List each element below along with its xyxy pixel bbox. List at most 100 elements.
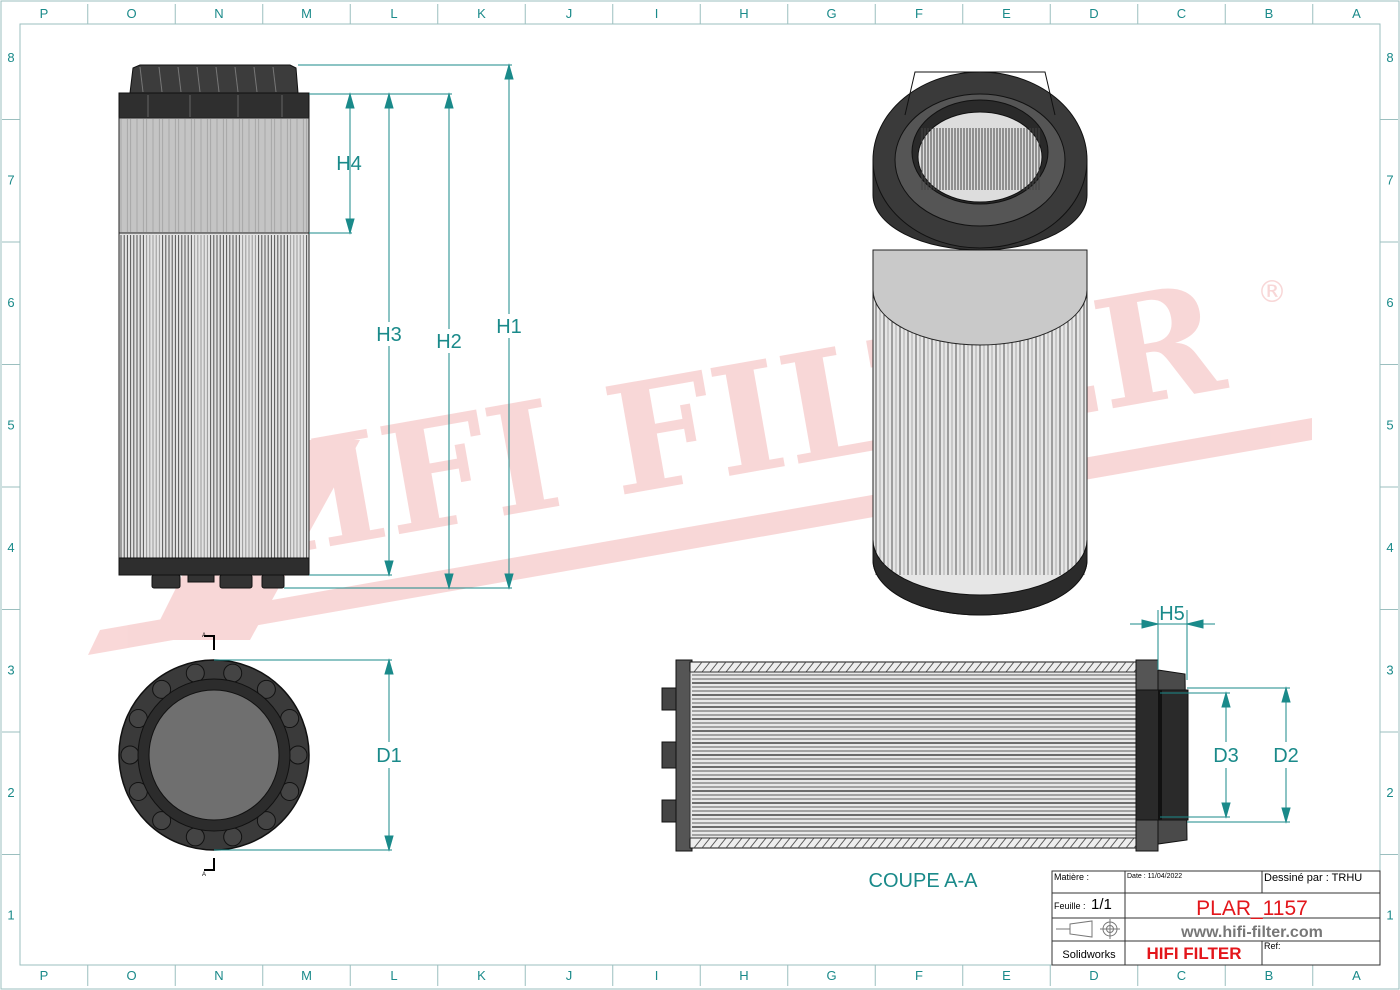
column-label-A: A xyxy=(1352,6,1361,21)
dimension-arrow xyxy=(345,92,355,109)
title-block xyxy=(1051,870,1381,966)
dimension-arrow xyxy=(1221,691,1231,708)
brand-text: HIFI FILTER xyxy=(1146,944,1241,963)
row-label-1: 1 xyxy=(1386,908,1393,923)
section-marker-label-top: A xyxy=(202,633,206,639)
filter-side-view xyxy=(118,64,310,589)
column-label-O: O xyxy=(126,6,136,21)
row-label-5: 5 xyxy=(1386,418,1393,433)
dimension-arrow xyxy=(504,63,514,80)
part-number: PLAR_1157 xyxy=(1196,897,1308,920)
dim-d2-label: D2 xyxy=(1273,745,1299,767)
column-label-E: E xyxy=(1002,6,1011,21)
dimension-arrow xyxy=(444,573,454,590)
dimension-arrow xyxy=(444,92,454,109)
column-label-L: L xyxy=(390,6,397,21)
upper-sleeve xyxy=(118,117,310,234)
column-label-M: M xyxy=(301,6,312,21)
bottom-lobe xyxy=(223,827,243,847)
dim-d1-label: D1 xyxy=(376,745,402,767)
dimension-arrow xyxy=(384,92,394,109)
dimension-arrow xyxy=(1186,619,1204,629)
column-label-D: D xyxy=(1089,6,1098,21)
row-label-2: 2 xyxy=(1386,785,1393,800)
column-label-G: G xyxy=(826,968,836,983)
matiere-label: Matière : xyxy=(1054,872,1089,882)
projection-symbol-icon xyxy=(1056,919,1120,939)
filter-bottom-view: A A xyxy=(118,633,310,878)
section-dimensions xyxy=(1130,610,1291,824)
dimension-arrow xyxy=(1281,686,1291,703)
column-label-E: E xyxy=(1002,968,1011,983)
dim-h5-label: H5 xyxy=(1159,603,1185,625)
grid-ticks xyxy=(2,4,1398,986)
dimension-arrow xyxy=(1221,802,1231,819)
row-label-4: 4 xyxy=(7,540,14,555)
ref-label: Ref: xyxy=(1264,941,1281,951)
column-label-I: I xyxy=(655,968,659,983)
column-label-D: D xyxy=(1089,968,1098,983)
filter-isometric-view xyxy=(872,71,1088,616)
column-label-P: P xyxy=(40,968,49,983)
bottom-lobe xyxy=(152,811,172,831)
d1-dimension xyxy=(214,658,394,852)
dimension-arrow xyxy=(384,560,394,577)
bottom-lobe xyxy=(256,811,276,831)
bottom-lobe xyxy=(288,745,308,765)
bottom-lobe xyxy=(256,679,276,699)
column-label-G: G xyxy=(826,6,836,21)
row-label-3: 3 xyxy=(7,663,14,678)
top-collar xyxy=(118,92,310,119)
dim-h2-label: H2 xyxy=(436,331,462,353)
dimension-arrow xyxy=(504,573,514,590)
bottom-lobe xyxy=(185,827,205,847)
dimension-arrow xyxy=(345,218,355,235)
dimension-arrow xyxy=(384,658,394,675)
row-label-8: 8 xyxy=(1386,50,1393,65)
column-label-J: J xyxy=(566,6,573,21)
dim-h3-label: H3 xyxy=(376,324,402,346)
column-label-F: F xyxy=(915,6,923,21)
dimension-arrow xyxy=(1281,807,1291,824)
dimension-arrow xyxy=(384,835,394,852)
column-label-P: P xyxy=(40,6,49,21)
filter-section-view xyxy=(661,659,1189,852)
bottom-feet xyxy=(151,574,285,589)
date-text: Date : 11/04/2022 xyxy=(1127,873,1182,880)
website-text: www.hifi-filter.com xyxy=(1180,924,1323,941)
column-label-C: C xyxy=(1177,968,1186,983)
column-label-M: M xyxy=(301,968,312,983)
dim-d3-label: D3 xyxy=(1213,745,1239,767)
row-label-2: 2 xyxy=(7,785,14,800)
row-label-8: 8 xyxy=(7,50,14,65)
bottom-lobe xyxy=(152,679,172,699)
bottom-lobe xyxy=(185,663,205,683)
watermark-registered: ® xyxy=(1257,275,1287,310)
row-label-6: 6 xyxy=(1386,295,1393,310)
dim-h4-label: H4 xyxy=(336,153,362,175)
software-text: Solidworks xyxy=(1062,949,1116,961)
column-label-K: K xyxy=(477,968,486,983)
column-label-F: F xyxy=(915,968,923,983)
column-label-H: H xyxy=(739,6,748,21)
row-label-3: 3 xyxy=(1386,663,1393,678)
column-label-O: O xyxy=(126,968,136,983)
feuille-value: 1/1 xyxy=(1091,896,1112,913)
section-title: COUPE A-A xyxy=(869,870,979,892)
column-label-H: H xyxy=(739,968,748,983)
row-label-7: 7 xyxy=(7,173,14,188)
section-marker-bottom xyxy=(204,858,215,871)
bottom-lobe xyxy=(223,663,243,683)
column-label-B: B xyxy=(1265,6,1274,21)
dessine-par-text: Dessiné par : TRHU xyxy=(1264,872,1362,884)
column-label-K: K xyxy=(477,6,486,21)
bottom-lobe xyxy=(120,745,140,765)
column-label-I: I xyxy=(655,6,659,21)
dim-h1-label: H1 xyxy=(496,316,522,338)
